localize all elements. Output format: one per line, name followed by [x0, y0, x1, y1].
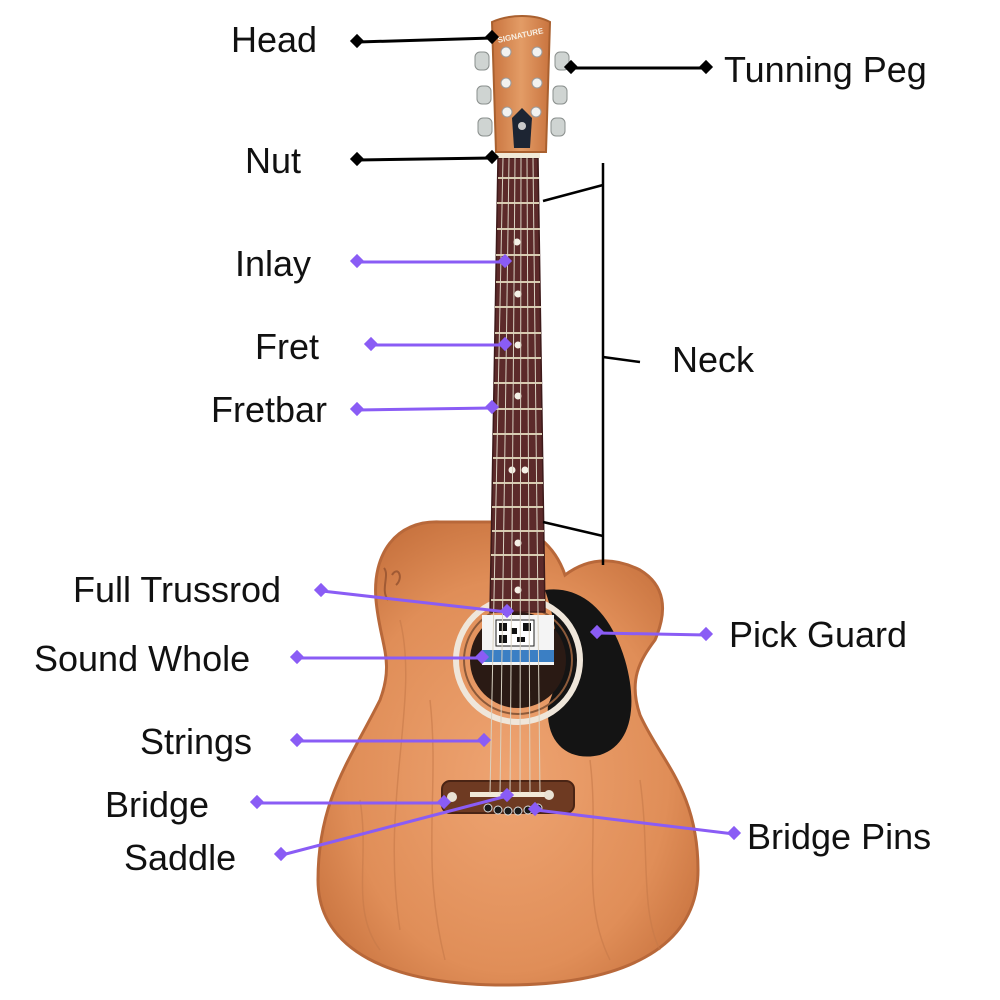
- label-nut: Nut: [245, 140, 301, 181]
- black-leaders: [349, 29, 714, 565]
- label-full-trussrod: Full Trussrod: [73, 569, 281, 610]
- saddle-leader: [281, 794, 508, 857]
- label-pick-guard: Pick Guard: [729, 614, 907, 655]
- pick-guard: [545, 589, 632, 757]
- wood-grain: [359, 619, 661, 961]
- frets: [491, 177, 545, 601]
- neck-bracket: [542, 163, 641, 565]
- labels: Head Tunning Peg Nut Inlay Fret Fretbar …: [34, 19, 931, 878]
- guitar-illustration: SIGNATURE: [316, 15, 700, 987]
- full-trussrod-leader: [321, 589, 508, 614]
- nut: [496, 152, 540, 158]
- bridge-pins-leader: [535, 808, 735, 836]
- label-head: Head: [231, 19, 317, 60]
- label-inlay: Inlay: [235, 243, 311, 284]
- label-bridge: Bridge: [105, 784, 209, 825]
- label-fretbar: Fretbar: [211, 389, 327, 430]
- nut-leader: [357, 156, 493, 162]
- fretbar-leader: [357, 406, 493, 412]
- label-sound-whole: Sound Whole: [34, 638, 250, 679]
- label-strings: Strings: [140, 721, 252, 762]
- tuning-pegs: [474, 46, 570, 137]
- label-saddle: Saddle: [124, 837, 236, 878]
- label-fret: Fret: [255, 326, 319, 367]
- label-tunning-peg: Tunning Peg: [724, 49, 927, 90]
- strings: [489, 157, 541, 794]
- label-bridge-pins: Bridge Pins: [747, 816, 931, 857]
- pick-guard-leader: [597, 631, 707, 637]
- head-leader: [357, 36, 493, 44]
- purple-leaders: [249, 253, 742, 862]
- label-neck: Neck: [672, 339, 755, 380]
- inlays: [508, 238, 529, 594]
